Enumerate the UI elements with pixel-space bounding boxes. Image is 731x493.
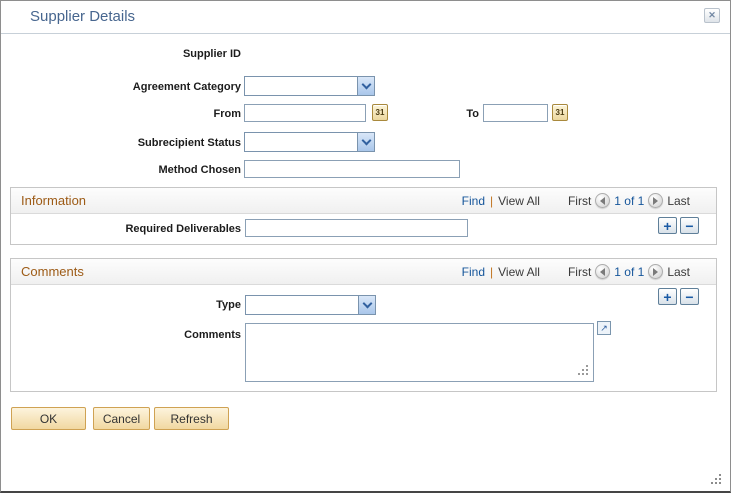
close-button[interactable]: ✕ xyxy=(704,8,720,23)
chevron-down-icon xyxy=(357,133,374,151)
chevron-down-icon xyxy=(358,296,375,314)
comments-section: Comments Find | View All First 1 of 1 La… xyxy=(10,258,717,392)
comments-section-title: Comments xyxy=(21,264,84,279)
from-date-input[interactable] xyxy=(244,104,366,122)
from-calendar-icon[interactable]: 31 xyxy=(372,104,388,121)
from-label: From xyxy=(213,108,242,120)
add-row-button[interactable]: + xyxy=(658,288,677,305)
chevron-down-icon xyxy=(357,77,374,95)
arrow-right-icon xyxy=(653,196,662,205)
close-icon: ✕ xyxy=(708,10,716,20)
add-row-button[interactable]: + xyxy=(658,217,677,234)
method-chosen-input[interactable] xyxy=(244,160,460,178)
comments-section-header: Comments Find | View All First 1 of 1 La… xyxy=(11,259,716,285)
information-section: Information Find | View All First 1 of 1… xyxy=(10,187,717,245)
required-deliverables-input[interactable] xyxy=(245,219,468,237)
arrow-right-icon xyxy=(653,267,662,276)
to-calendar-icon[interactable]: 31 xyxy=(552,104,568,121)
plus-icon: + xyxy=(663,217,672,234)
comments-label: Comments xyxy=(184,329,241,341)
first-link[interactable]: First xyxy=(567,264,592,279)
next-row-button[interactable] xyxy=(648,193,664,208)
cancel-button[interactable]: Cancel xyxy=(93,407,150,430)
paging-divider: | xyxy=(490,193,494,208)
delete-row-button[interactable]: − xyxy=(680,217,699,234)
view-all-link[interactable]: View All xyxy=(498,264,540,279)
expand-icon: ↗ xyxy=(600,323,608,333)
supplier-id-label: Supplier ID xyxy=(182,48,241,60)
expand-comments-button[interactable]: ↗ xyxy=(597,321,611,335)
plus-icon: + xyxy=(663,288,672,305)
find-link[interactable]: Find xyxy=(461,193,486,208)
information-row-actions: + − xyxy=(658,217,699,234)
textarea-resize-grip-icon[interactable] xyxy=(578,365,589,376)
subrecipient-status-select[interactable] xyxy=(244,132,375,152)
previous-row-button[interactable] xyxy=(595,264,611,279)
information-paging: Find | View All First 1 of 1 Last xyxy=(462,192,690,209)
delete-row-button[interactable]: − xyxy=(680,288,699,305)
comments-textarea[interactable] xyxy=(245,323,594,382)
dialog-resize-grip-icon[interactable] xyxy=(711,474,722,485)
comments-textarea-wrap xyxy=(245,323,594,382)
agreement-category-select[interactable] xyxy=(244,76,375,96)
ok-button[interactable]: OK xyxy=(11,407,86,430)
row-counter: 1 of 1 xyxy=(614,264,645,279)
comments-row-actions: + − xyxy=(658,288,699,305)
required-deliverables-label: Required Deliverables xyxy=(125,223,241,235)
type-select[interactable] xyxy=(245,295,376,315)
comments-paging: Find | View All First 1 of 1 Last xyxy=(462,263,690,280)
refresh-button[interactable]: Refresh xyxy=(154,407,229,430)
minus-icon: − xyxy=(685,288,694,305)
information-section-header: Information Find | View All First 1 of 1… xyxy=(11,188,716,214)
arrow-left-icon xyxy=(596,196,606,205)
next-row-button[interactable] xyxy=(648,264,664,279)
paging-divider: | xyxy=(490,264,494,279)
find-link[interactable]: Find xyxy=(461,264,486,279)
last-link[interactable]: Last xyxy=(667,193,690,208)
first-link[interactable]: First xyxy=(567,193,592,208)
previous-row-button[interactable] xyxy=(595,193,611,208)
to-label: To xyxy=(466,108,479,120)
minus-icon: − xyxy=(685,217,694,234)
information-section-title: Information xyxy=(21,193,87,208)
arrow-left-icon xyxy=(596,267,606,276)
type-label: Type xyxy=(216,299,241,311)
method-chosen-label: Method Chosen xyxy=(158,164,242,176)
agreement-category-label: Agreement Category xyxy=(132,81,241,93)
last-link[interactable]: Last xyxy=(667,264,690,279)
row-counter: 1 of 1 xyxy=(614,193,645,208)
view-all-link[interactable]: View All xyxy=(498,193,540,208)
subrecipient-status-label: Subrecipient Status xyxy=(137,137,241,149)
dialog-titlebar: Supplier Details ✕ xyxy=(1,1,730,34)
to-date-input[interactable] xyxy=(483,104,548,122)
dialog-title: Supplier Details xyxy=(30,8,136,25)
